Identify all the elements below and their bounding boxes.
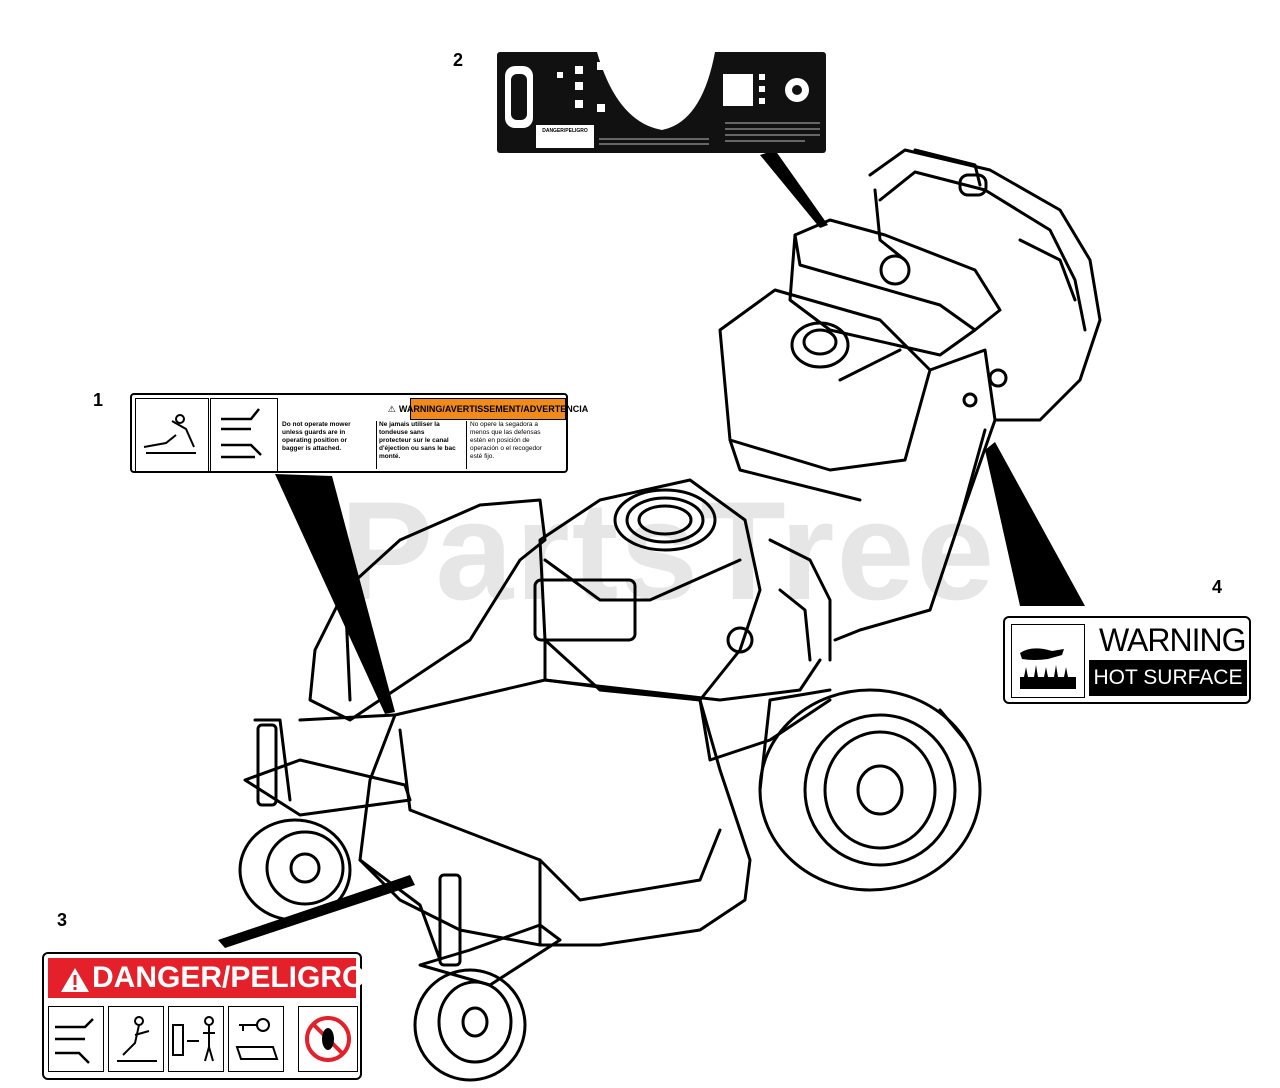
decal-1-text-es: No opere la segadora a menos que las def… bbox=[470, 421, 542, 460]
decal-1-text-fr: Ne jamais utiliser la tondeuse sans prot… bbox=[379, 421, 456, 460]
keep-distance-pictogram bbox=[168, 1006, 224, 1072]
decal-4-warning: WARNING bbox=[1093, 622, 1246, 658]
decal-2: DANGER/PELIGRO bbox=[497, 52, 826, 153]
callout-1: 1 bbox=[93, 390, 104, 410]
callout-2: 2 bbox=[453, 50, 464, 70]
control-panel-decal-graphic bbox=[505, 52, 820, 148]
decal-4: WARNING HOT SURFACE bbox=[1003, 616, 1251, 704]
chute-guard-pictogram bbox=[210, 398, 278, 472]
warning-triangle-icon bbox=[61, 968, 89, 992]
remove-key-pictogram bbox=[228, 1006, 284, 1072]
decal-1-text-en: Do not operate mower unless guards are i… bbox=[282, 421, 351, 452]
hot-surface-pictogram bbox=[1011, 624, 1085, 698]
thrown-object-pictogram bbox=[108, 1006, 164, 1072]
callout-3: 3 bbox=[57, 910, 68, 930]
decal-1: ⚠WARNING/AVERTISSEMENT/ADVERTENCIA Do no… bbox=[130, 393, 588, 473]
no-step-pictogram bbox=[298, 1006, 358, 1072]
decal-4-subtitle: HOT SURFACE bbox=[1089, 660, 1247, 696]
decal-1-header: ⚠WARNING/AVERTISSEMENT/ADVERTENCIA bbox=[388, 398, 588, 420]
feet-injury-pictogram bbox=[48, 1006, 104, 1072]
callout-4: 4 bbox=[1212, 577, 1223, 597]
decal-3: DANGER/PELIGRO bbox=[42, 952, 365, 1080]
decal-2-warning: DANGER/PELIGRO bbox=[536, 125, 594, 137]
hand-injury-pictogram bbox=[135, 398, 209, 472]
decal-3-header: DANGER/PELIGRO bbox=[48, 958, 365, 998]
